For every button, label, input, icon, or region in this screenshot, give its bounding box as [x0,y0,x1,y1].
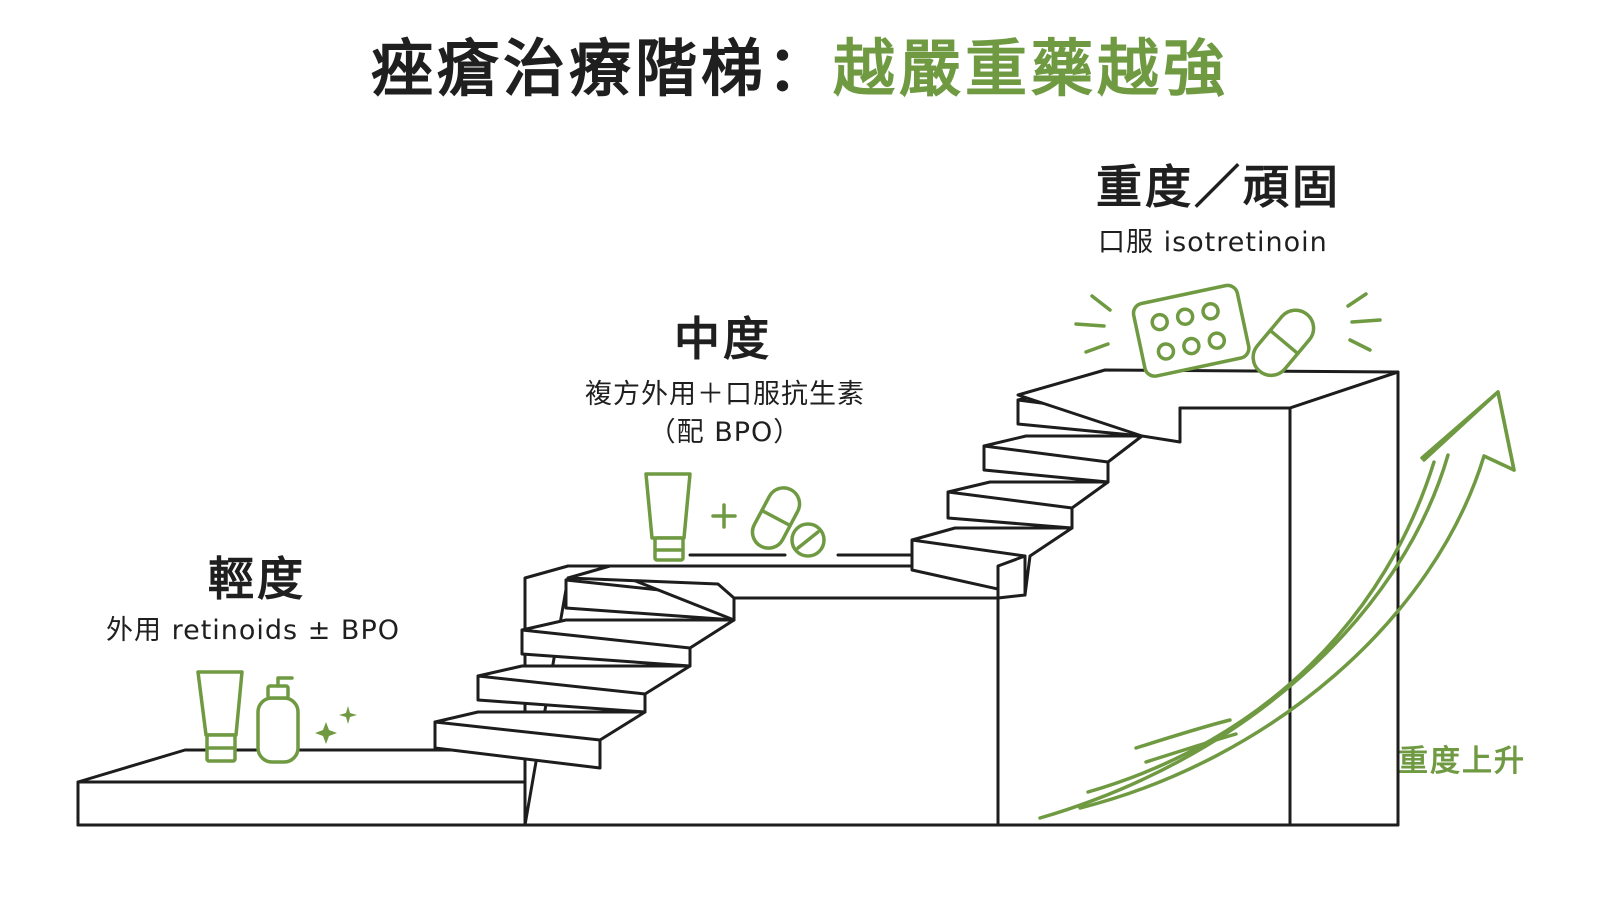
stage-mild-title: 輕度 [208,552,306,606]
low-platform [76,748,527,827]
stairs-upper [910,388,1182,600]
page-title: 痤瘡治療階梯：越嚴重藥越強 [0,38,1600,100]
title-main: 痤瘡治療階梯： [370,32,833,105]
pump-bottle-icon [256,676,300,764]
burst-lines-icon [1074,292,1382,354]
blister-pack-icon [1131,283,1251,378]
tablet-icon [790,522,826,558]
capsule-icon [750,486,802,550]
stage-severe-title: 重度／頑固 [1096,160,1341,214]
stage-mild-desc: 外用 retinoids ± BPO [106,615,400,646]
stage-moderate-desc-line1: 複方外用＋口服抗生素 [585,379,865,410]
stage-moderate-desc: 複方外用＋口服抗生素 （配 BPO） [560,376,890,452]
severity-arrow [1038,390,1516,820]
plus-icon [711,503,737,529]
capsule-icon-severe [1251,308,1316,378]
title-accent: 越嚴重藥越強 [833,32,1230,105]
stage-moderate-title: 中度 [674,312,772,366]
sparkle-icon [315,706,357,744]
stage-moderate-desc-line2: （配 BPO） [648,416,802,448]
tube-icon-moderate [644,472,692,562]
top-block [996,368,1400,827]
tube-icon [196,670,244,763]
stage-severe-desc: 口服 isotretinoin [1098,227,1328,258]
